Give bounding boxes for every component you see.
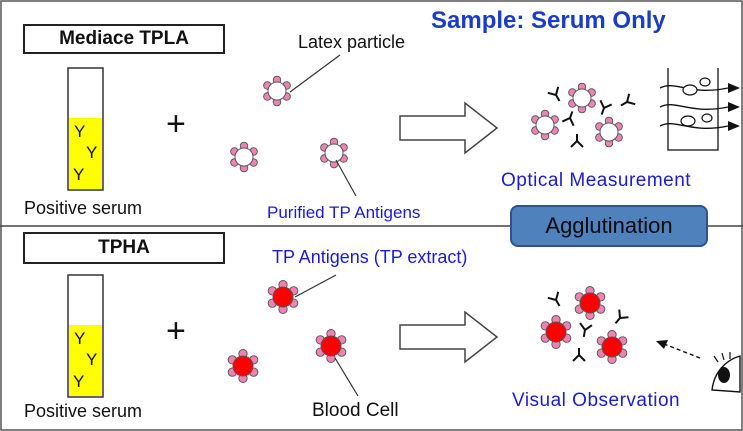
blood-cell [267, 280, 299, 314]
visual-observation-label: Visual Observation [512, 390, 681, 411]
latex-particle [263, 75, 291, 107]
tpla-antibody-glyph-1: Y [74, 122, 85, 141]
antibody-mark [614, 309, 629, 325]
latex-particle [230, 141, 258, 173]
latex-particle-label: Latex particle [298, 32, 406, 52]
blood-cell [315, 329, 347, 363]
tpha-agglutinated-cluster [540, 286, 629, 364]
tpla-test-tube: Y Y Y [67, 67, 104, 191]
antibody-mark [547, 86, 561, 102]
antibody-mark [570, 134, 584, 148]
tpha-reaction-arrow [399, 310, 499, 364]
tpla-serum-fill [69, 118, 102, 189]
observation-dashed-arrow [663, 343, 701, 359]
tpla-latex-particles [230, 75, 348, 173]
antibody-mark [599, 99, 613, 115]
tpha-antibody-glyph-1: Y [74, 329, 85, 348]
tpha-antibody-glyph-2: Y [86, 350, 97, 369]
tpla-plus-sign: + [166, 105, 186, 143]
antibody-mark [572, 348, 586, 362]
optical-measurement-label: Optical Measurement [501, 170, 692, 191]
antibody-mark [620, 93, 636, 107]
antibody-mark [561, 111, 575, 127]
latex-particle-agglutinated [568, 82, 596, 114]
agglutination-label: Agglutination [510, 205, 708, 247]
observation-arrowhead [656, 340, 668, 349]
tpha-test-tube: Y Y Y [67, 274, 104, 398]
blood-cell-agglutinated [596, 330, 628, 364]
tpla-serum-label: Positive serum [24, 198, 143, 218]
optical-cuvette-icon [659, 68, 740, 151]
tpla-antibody-glyph-3: Y [73, 165, 84, 184]
tpha-antibody-glyph-3: Y [73, 372, 84, 391]
tpla-agglutinated-cluster [531, 82, 636, 148]
blood-cell-label: Blood Cell [312, 400, 399, 421]
tp-antigen-pointer-line [294, 274, 337, 298]
latex-particle-agglutinated [531, 109, 559, 141]
eye-icon [711, 352, 741, 393]
tp-antigen-label: TP Antigens (TP extract) [272, 247, 468, 267]
sample-title: Sample: Serum Only [431, 7, 666, 34]
latex-particle-agglutinated [595, 116, 623, 148]
tpla-method-label: Mediace TPLA [23, 24, 225, 54]
antibody-mark [579, 322, 593, 338]
blood-cell [227, 349, 259, 383]
tpha-plus-sign: + [166, 312, 186, 350]
tpha-blood-cells [227, 280, 347, 383]
latex-particle [320, 137, 348, 169]
tpha-method-label: TPHA [23, 232, 225, 264]
tpha-serum-label: Positive serum [24, 401, 143, 421]
tpha-serum-fill [69, 325, 102, 396]
blood-cell-pointer-line [334, 357, 359, 397]
tpla-antibody-glyph-2: Y [86, 143, 97, 162]
antigen-pointer-line [335, 159, 357, 197]
latex-pointer-line [289, 54, 341, 93]
antibody-mark [547, 291, 561, 307]
blood-cell-agglutinated [574, 286, 606, 320]
purified-antigen-label: Purified TP Antigens [267, 203, 421, 222]
blood-cell-agglutinated [540, 315, 572, 349]
tpla-reaction-arrow [399, 101, 499, 155]
